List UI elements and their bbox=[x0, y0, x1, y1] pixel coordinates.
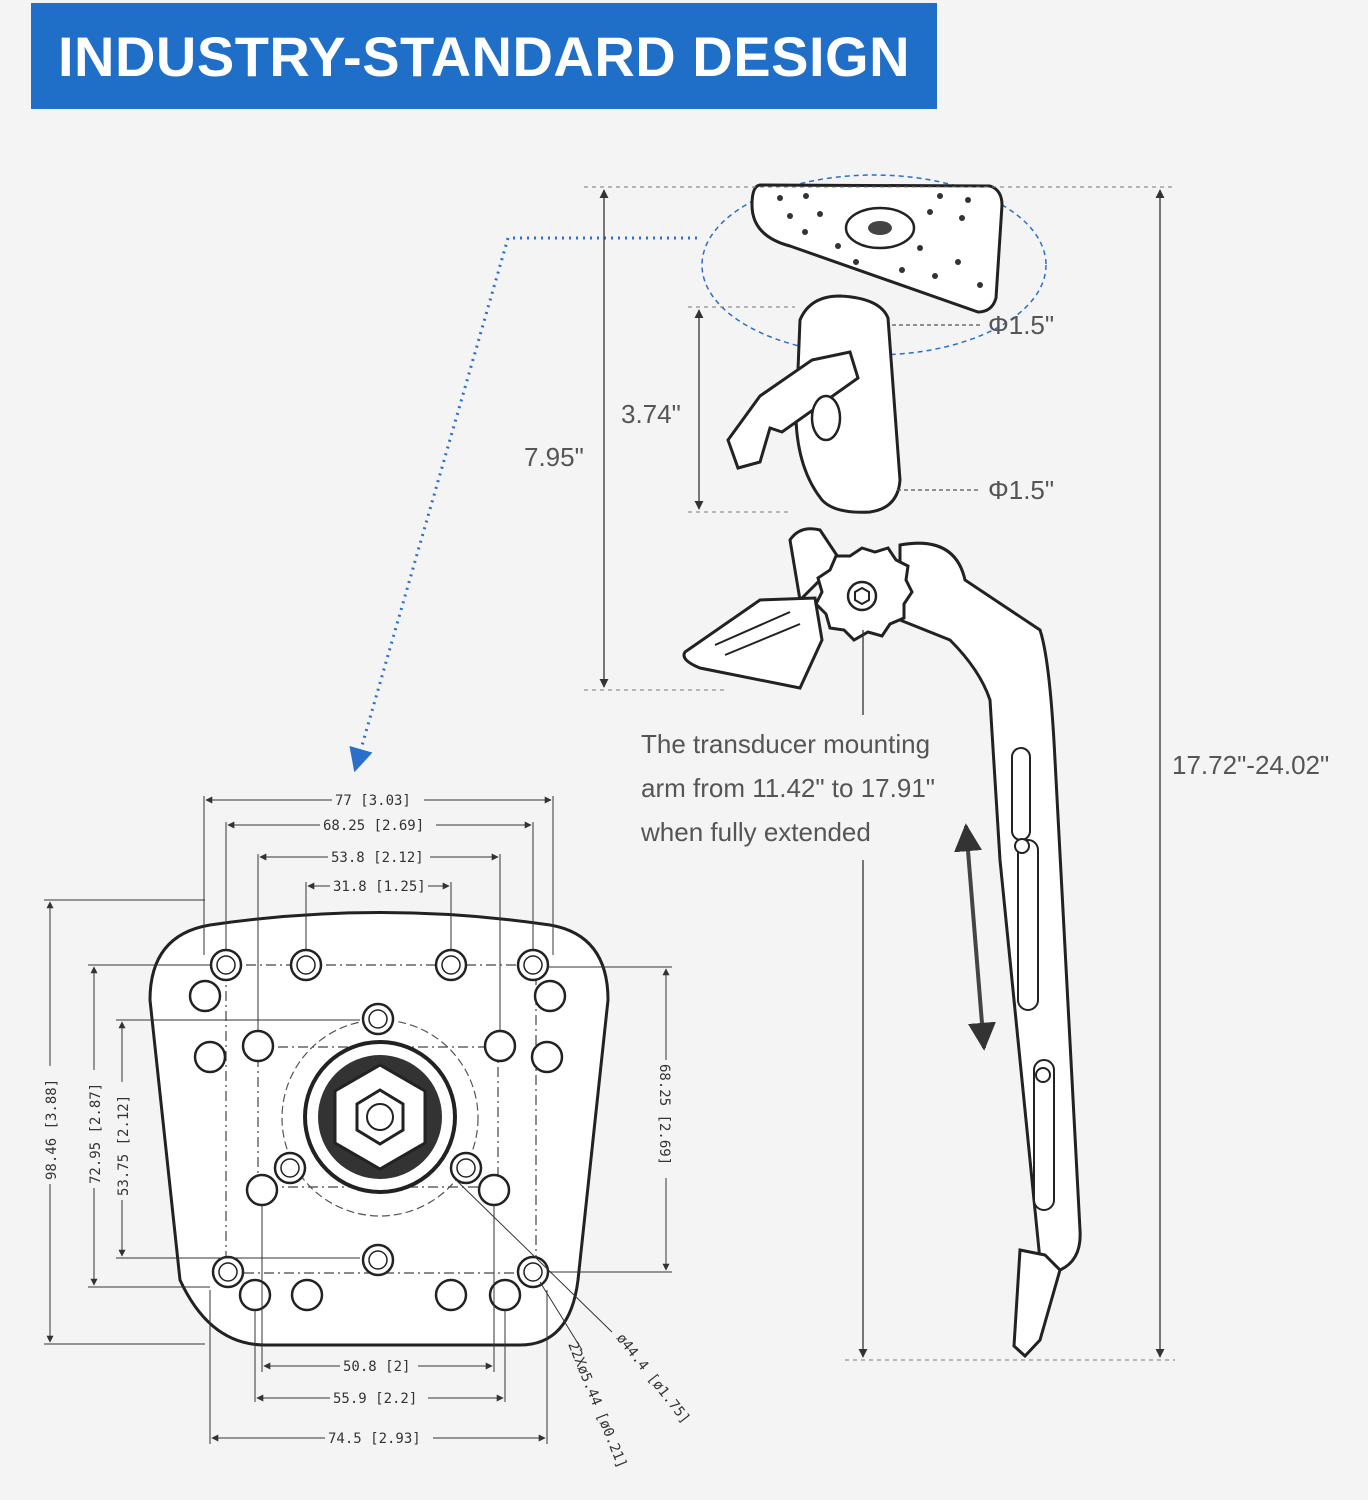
caption-line-2: arm from 11.42" to 17.91" bbox=[641, 773, 936, 803]
total-height-label: 17.72"-24.02" bbox=[1172, 750, 1329, 780]
arm-length-label: 3.74" bbox=[621, 399, 681, 429]
ball-top-label: Φ1.5" bbox=[988, 310, 1054, 340]
dim-left-72: 72.95 [2.87] bbox=[88, 1083, 104, 1184]
dim-top-53: 53.8 [2.12] bbox=[331, 850, 424, 866]
dim-top-31: 31.8 [1.25] bbox=[333, 879, 426, 895]
title-banner: INDUSTRY-STANDARD DESIGN bbox=[31, 3, 937, 109]
dim-left-53: 53.75 [2.12] bbox=[116, 1095, 132, 1196]
dim-top-77: 77 [3.03] bbox=[335, 793, 411, 809]
caption-line-3: when fully extended bbox=[641, 817, 871, 847]
caption-line-1: The transducer mounting bbox=[641, 729, 931, 759]
callout-leader bbox=[349, 236, 697, 773]
plate-drawing: 77 [3.03] 68.25 [2.69] 53.8 [2.12] 31.8 … bbox=[42, 791, 693, 1471]
base-height-label: 7.95" bbox=[524, 442, 584, 472]
dim-right-68: 68.25 [2.69] bbox=[656, 1064, 672, 1165]
ball-bottom-label: Φ1.5" bbox=[988, 475, 1054, 505]
dim-bottom-74: 74.5 [2.93] bbox=[328, 1431, 421, 1447]
dim-top-68: 68.25 [2.69] bbox=[323, 818, 424, 834]
dim-left-98: 98.46 [3.88] bbox=[44, 1079, 60, 1180]
dim-bottom-50: 50.8 [2] bbox=[343, 1359, 410, 1375]
hole-note: 22Xø5.44 [ø0.21] bbox=[564, 1340, 629, 1471]
dim-bottom-55: 55.9 [2.2] bbox=[333, 1391, 417, 1407]
socket-arm bbox=[726, 294, 902, 514]
mount-plate bbox=[750, 183, 1004, 314]
extension-caption: The transducer mounting arm from 11.42" … bbox=[641, 722, 1001, 854]
double-arrow-icon bbox=[954, 823, 996, 1051]
circle-note: ø44.4 [ø1.75] bbox=[613, 1331, 693, 1427]
side-view: Φ1.5" Φ1.5" 3.74" 7.95" 17.72"-24.02" bbox=[349, 174, 1329, 1361]
extension-arm bbox=[682, 527, 1082, 1359]
